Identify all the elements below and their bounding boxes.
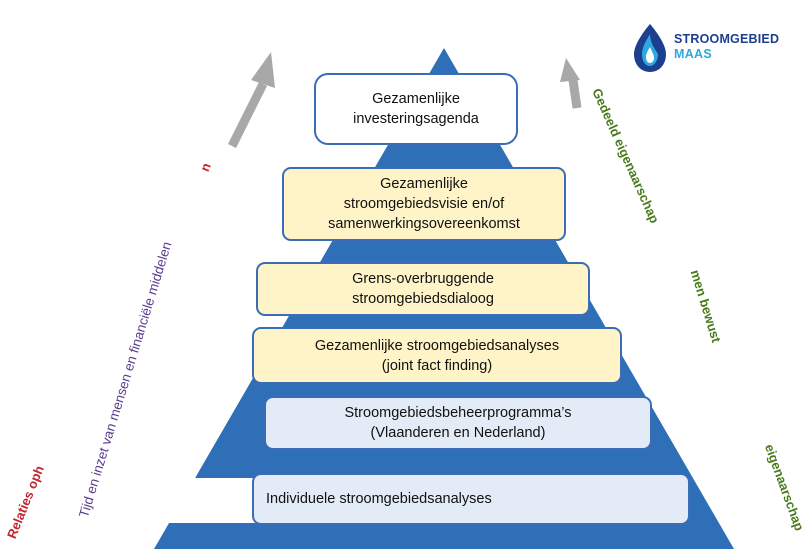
- level-1-line-2: investeringsagenda: [353, 111, 479, 127]
- level-3-line-1: Grens-overbruggende: [352, 271, 494, 287]
- right-arrow-shaft: [568, 79, 582, 109]
- right-arrow-head: [560, 58, 580, 82]
- level-investment-agenda: Gezamenlijke investeringsagenda: [314, 73, 518, 145]
- level-management-programmes: Stroomgebiedsbeheerprogramma’s (Vlaander…: [264, 396, 652, 450]
- level-5-line-2: (Vlaanderen en Nederland): [370, 425, 546, 441]
- level-6-line-1: Individuele stroomgebiedsanalyses: [266, 491, 492, 507]
- level-5-line-1: Stroomgebiedsbeheerprogramma’s: [344, 405, 572, 421]
- left-white-strip: [120, 478, 260, 523]
- logo-text-line1: STROOMGEBIED: [674, 32, 780, 46]
- level-4-line-1: Gezamenlijke stroomgebiedsanalyses: [314, 337, 560, 354]
- level-4-line-2: (joint fact finding): [381, 357, 493, 374]
- level-2-line-2: stroomgebiedsvisie en/of: [343, 196, 505, 212]
- level-vision-agreement: Gezamenlijke stroomgebiedsvisie en/of sa…: [282, 167, 566, 241]
- level-joint-analyses: Gezamenlijke stroomgebiedsanalyses (join…: [252, 327, 622, 384]
- left-arrow-shaft: [227, 81, 268, 149]
- left-arrow-head: [251, 52, 275, 88]
- level-1-line-1: Gezamenlijke: [372, 91, 460, 107]
- level-individual-analyses: Individuele stroomgebiedsanalyses: [252, 473, 690, 525]
- logo-text-line2: MAAS: [674, 47, 713, 61]
- level-3-line-2: stroomgebiedsdialoog: [352, 291, 494, 307]
- level-dialogue: Grens-overbruggende stroomgebiedsdialoog: [256, 262, 590, 316]
- level-2-line-3: samenwerkingsovereenkomst: [328, 216, 520, 232]
- stroomgebied-maas-logo: STROOMGEBIED MAAS: [628, 20, 788, 76]
- water-drop-icon: [634, 24, 666, 72]
- level-2-line-1: Gezamenlijke: [380, 176, 468, 192]
